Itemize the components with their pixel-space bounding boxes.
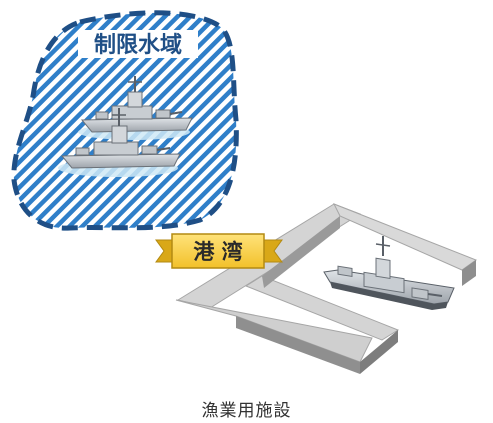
caption-fishery-facility: 漁業用施設: [201, 401, 292, 421]
pier-back-wall-side: [462, 260, 476, 286]
pier-arm-lower-end: [360, 330, 398, 374]
warship-icon: [58, 108, 181, 177]
port-label: 港 湾: [193, 240, 242, 264]
restricted-label-bg: [78, 30, 198, 58]
pier-back-wall: [332, 203, 478, 271]
pier-inner-side: [262, 216, 340, 288]
pier-arm-lower-side: [236, 316, 360, 374]
restricted-area-label: 制限水域: [94, 32, 182, 58]
port-label-ribbon: 港 湾: [155, 233, 283, 269]
warship-icon: [78, 76, 193, 140]
restricted-water-area: 制限水域: [11, 10, 239, 231]
ribbon-body: [171, 233, 265, 269]
warship-icon: [323, 236, 455, 310]
